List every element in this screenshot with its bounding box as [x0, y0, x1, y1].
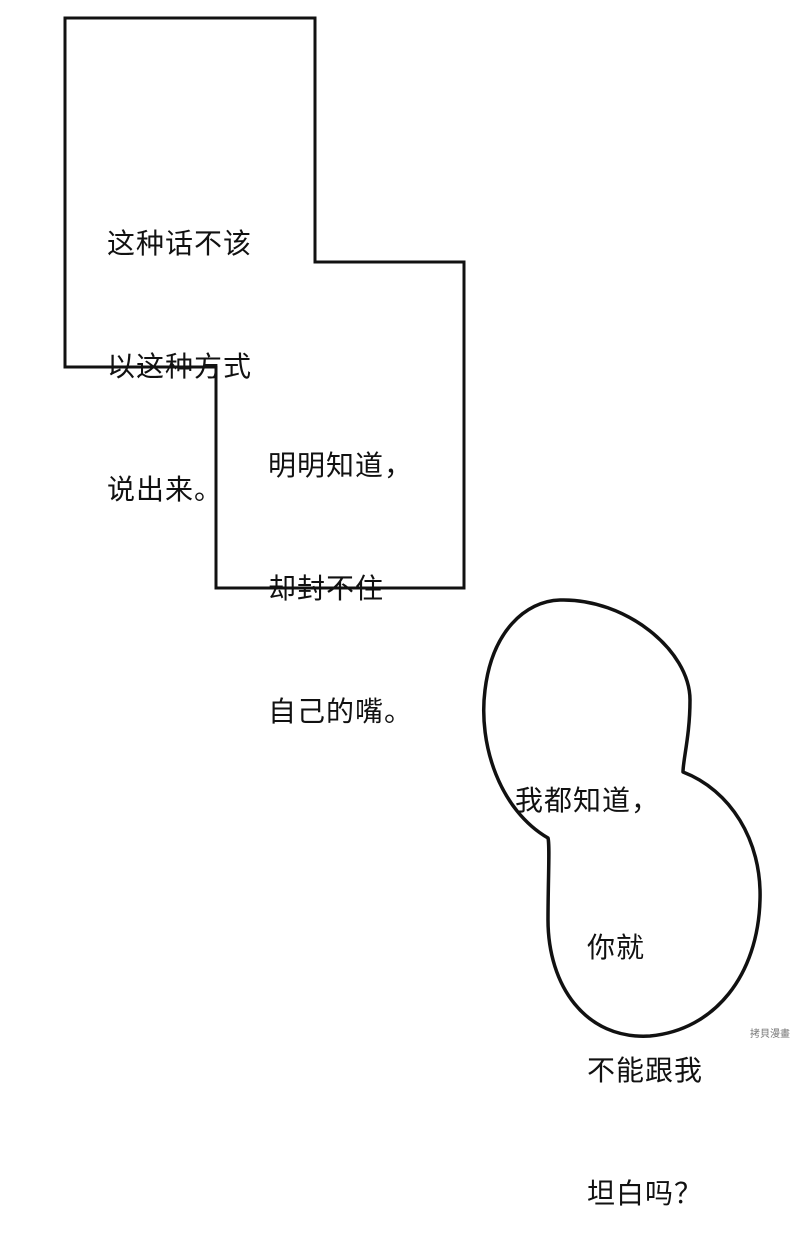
speech-line: 你就: [587, 931, 646, 964]
speech-line: 坦白吗？: [587, 1177, 704, 1210]
speech-text-2: 你就 不能跟我 坦白吗？: [587, 845, 703, 1255]
narration-line: 却封不住: [268, 572, 385, 605]
narration-box-outline: [63, 16, 466, 590]
narration-line: 以这种方式: [107, 350, 253, 383]
speech-bubble-outline: [482, 598, 762, 1038]
balloon-layer: [63, 16, 762, 1038]
narration-line: 自己的嘴。: [268, 695, 414, 728]
speech-text-1: 我都知道，: [515, 698, 660, 862]
narration-line: 明明知道，: [268, 449, 414, 482]
narration-line: 说出来。: [107, 473, 224, 506]
speech-line: 不能跟我: [587, 1054, 704, 1087]
narration-text-2: 明明知道， 却封不住 自己的嘴。: [268, 363, 413, 773]
comic-panel: { "narration_box": { "block_1": ["这种话不该"…: [63, 16, 790, 1210]
narration-text-1: 这种话不该 以这种方式 说出来。: [107, 141, 252, 551]
watermark: 拷貝漫畫: [750, 1029, 790, 1040]
speech-line: 我都知道，: [515, 784, 661, 817]
narration-line: 这种话不该: [107, 227, 253, 260]
